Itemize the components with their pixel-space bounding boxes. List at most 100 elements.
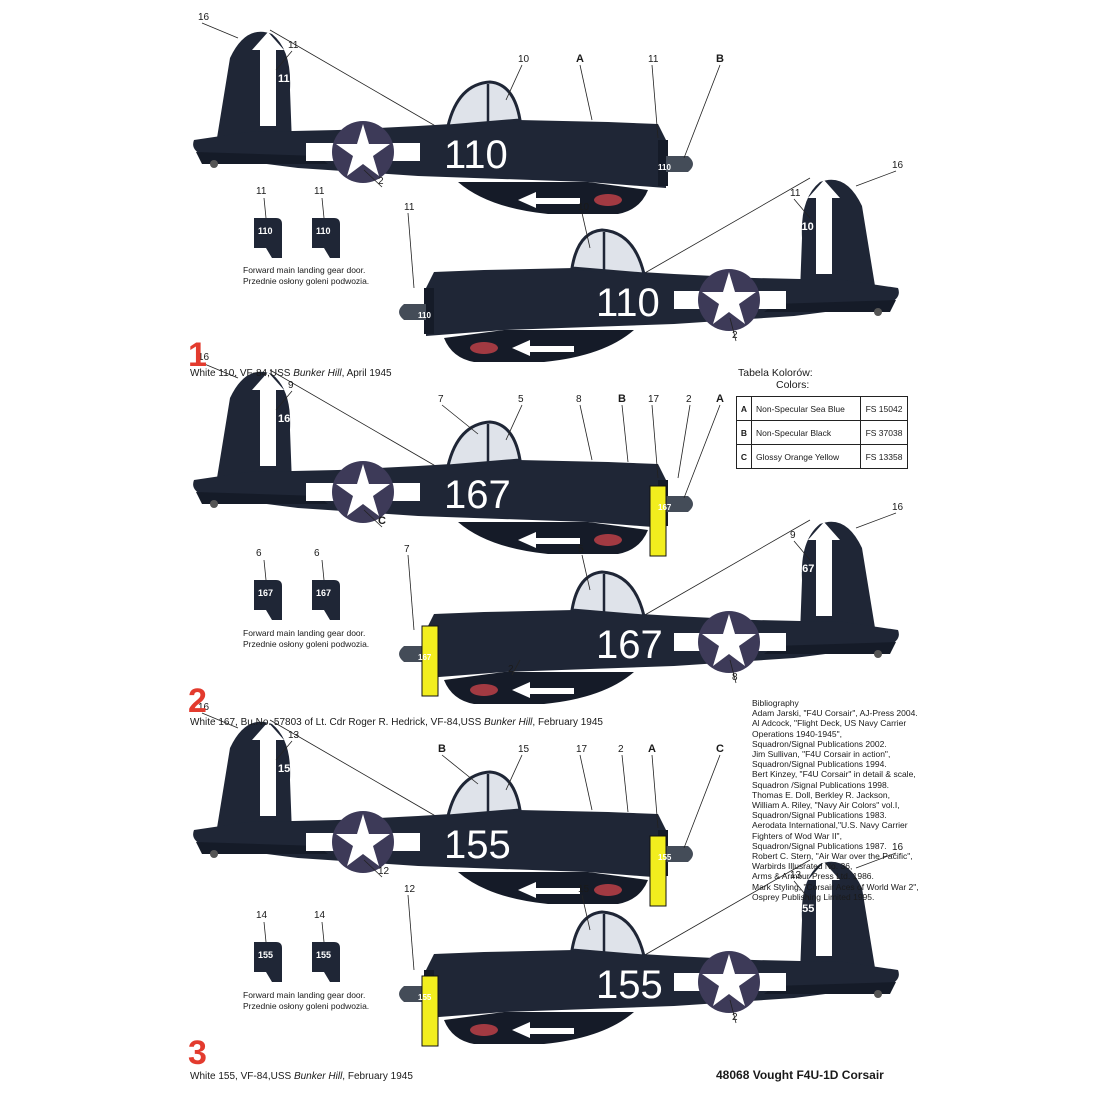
scheme-1-caption-text: White 110, VF-84,USS — [190, 368, 294, 379]
side-number-fuselage-right: 110 — [596, 281, 660, 325]
scheme-2-caption-text: White 167, Bu.No. 57803 of Lt. Cdr Roger… — [190, 717, 485, 728]
callout-leader — [321, 559, 325, 581]
scheme-3-caption: White 155, VF-84,USS Bunker Hill, Februa… — [190, 1071, 413, 1082]
callout-leader — [441, 404, 479, 435]
bibliography-line: Warbirds Illusrated No. 36, — [752, 861, 853, 872]
scheme-1-caption-ship: Bunker Hill — [293, 368, 342, 379]
side-number-cowl-left: 110 — [658, 163, 671, 172]
callout-leader — [201, 712, 239, 729]
side-number-cowl-right: 155 — [418, 993, 432, 1002]
callout-A: A — [576, 53, 584, 65]
bibliography-line: Squadron/Signal Publications 1994. — [752, 759, 887, 770]
callout-B: B — [618, 393, 626, 405]
scheme-1-door-note: Forward main landing gear door. Przednie… — [243, 265, 369, 287]
callout-leader — [621, 404, 629, 463]
callout-leader — [579, 404, 593, 461]
bibliography-line: Operations 1940-1945", — [752, 728, 842, 739]
callout-5: 5 — [578, 544, 584, 555]
callout-leader — [683, 754, 721, 849]
bibliography-line: Squadron/Signal Publications 2002. — [752, 738, 887, 749]
callout-B: B — [438, 743, 446, 755]
callout-A: A — [648, 743, 656, 755]
callout-leader — [321, 921, 325, 943]
callout-2: 2 — [378, 176, 384, 187]
callout-leader — [683, 404, 721, 499]
scheme-2-number: 2 — [188, 682, 207, 720]
callout-leader — [441, 754, 479, 785]
callout-leader — [793, 880, 811, 901]
callout-12: 12 — [378, 866, 390, 877]
callout-8: 8 — [732, 672, 738, 683]
side-number-fin-right: 110 — [796, 221, 814, 233]
callout-leader — [855, 852, 897, 869]
callout-17: 17 — [648, 394, 660, 405]
callout-leader — [651, 404, 659, 479]
side-number-fin-left: 110 — [278, 73, 296, 85]
side-number-fuselage-left: 167 — [444, 473, 511, 517]
color-name: Non-Specular Black — [751, 420, 861, 445]
color-name: Glossy Orange Yellow — [751, 444, 861, 469]
color-table-subtitle: Colors: — [776, 379, 810, 391]
side-number-fuselage-right: 167 — [596, 623, 663, 667]
door-note-pl: Przednie osłony goleni podwozia. — [243, 639, 370, 649]
side-number-fuselage-left: 110 — [444, 133, 508, 177]
callout-leader — [581, 554, 591, 591]
scheme-3-door-note: Forward main landing gear door. Przednie… — [243, 990, 369, 1012]
callout-leader — [275, 50, 293, 71]
callout-leader — [793, 198, 811, 219]
bibliography-line: Al Adcock, "Flight Deck, US Navy Carrier — [752, 718, 907, 729]
callout-leader — [275, 740, 293, 761]
callout-15: 15 — [578, 884, 590, 895]
callout-leader — [651, 64, 659, 139]
callout-leader — [363, 509, 383, 528]
side-number-cowl-left: 167 — [658, 503, 672, 512]
color-fs: FS 15042 — [860, 396, 908, 421]
color-table-title: Tabela Kolorów: — [738, 367, 813, 379]
callout-leader — [407, 212, 415, 289]
callout-leader — [683, 64, 721, 159]
bibliography-line: Squadron/Signal Publications 1983. — [752, 810, 887, 821]
bibliography-line: Arms & Armour Press Ltd. 1986. — [752, 871, 874, 882]
door-note-en: Forward main landing gear door. — [243, 265, 366, 275]
callout-16: 16 — [198, 702, 210, 713]
door-note-en: Forward main landing gear door. — [243, 628, 366, 638]
callout-leader — [621, 754, 629, 813]
scheme-1-caption-date: , April 1945 — [341, 368, 392, 379]
bibliography-line: William A. Riley, "Navy Air Colors" vol.… — [752, 800, 900, 811]
scheme-3-number: 3 — [188, 1034, 207, 1072]
color-name: Non-Specular Sea Blue — [751, 396, 861, 421]
bibliography-line: Thomas E. Doll, Berkley R. Jackson, — [752, 789, 890, 800]
color-table-heading: Tabela Kolorów: Colors: — [738, 367, 813, 391]
callout-17: 17 — [576, 744, 588, 755]
callout-A: A — [716, 393, 724, 405]
scheme-3-caption-date: , February 1945 — [342, 1071, 413, 1082]
scheme-1-number: 1 — [188, 336, 207, 374]
door-callout: 11 — [314, 186, 325, 197]
color-code: C — [736, 444, 752, 469]
side-number-fin-left: 155 — [278, 763, 296, 775]
bibliography-heading: Bibliography — [752, 698, 799, 708]
side-number-fin-left: 167 — [278, 413, 296, 425]
door-side-number: 110 — [258, 226, 273, 236]
callout-16: 16 — [892, 842, 904, 853]
callout-leader — [505, 404, 523, 441]
callout-13: 13 — [790, 870, 802, 881]
side-number-cowl-left: 155 — [658, 853, 672, 862]
color-fs: FS 37038 — [860, 420, 908, 445]
scheme-2-caption: White 167, Bu.No. 57803 of Lt. Cdr Roger… — [190, 717, 603, 728]
callout-leader — [263, 559, 267, 581]
scheme-3-caption-ship: Bunker Hill — [293, 1071, 343, 1082]
callout-16: 16 — [198, 352, 210, 363]
door-side-number: 155 — [316, 950, 331, 960]
door-side-number: 167 — [258, 588, 273, 598]
callout-11: 11 — [288, 40, 299, 51]
callout-10: 10 — [518, 54, 530, 65]
door-callout: 11 — [256, 186, 267, 197]
callout-7: 7 — [438, 394, 444, 405]
callout-leader — [729, 659, 737, 684]
scheme-2-door-note: Forward main landing gear door. Przednie… — [243, 628, 369, 650]
callout-leader — [505, 64, 523, 101]
callout-2: 2 — [618, 744, 624, 755]
color-table: A Non-Specular Sea Blue FS 15042 B Non-S… — [736, 396, 908, 469]
